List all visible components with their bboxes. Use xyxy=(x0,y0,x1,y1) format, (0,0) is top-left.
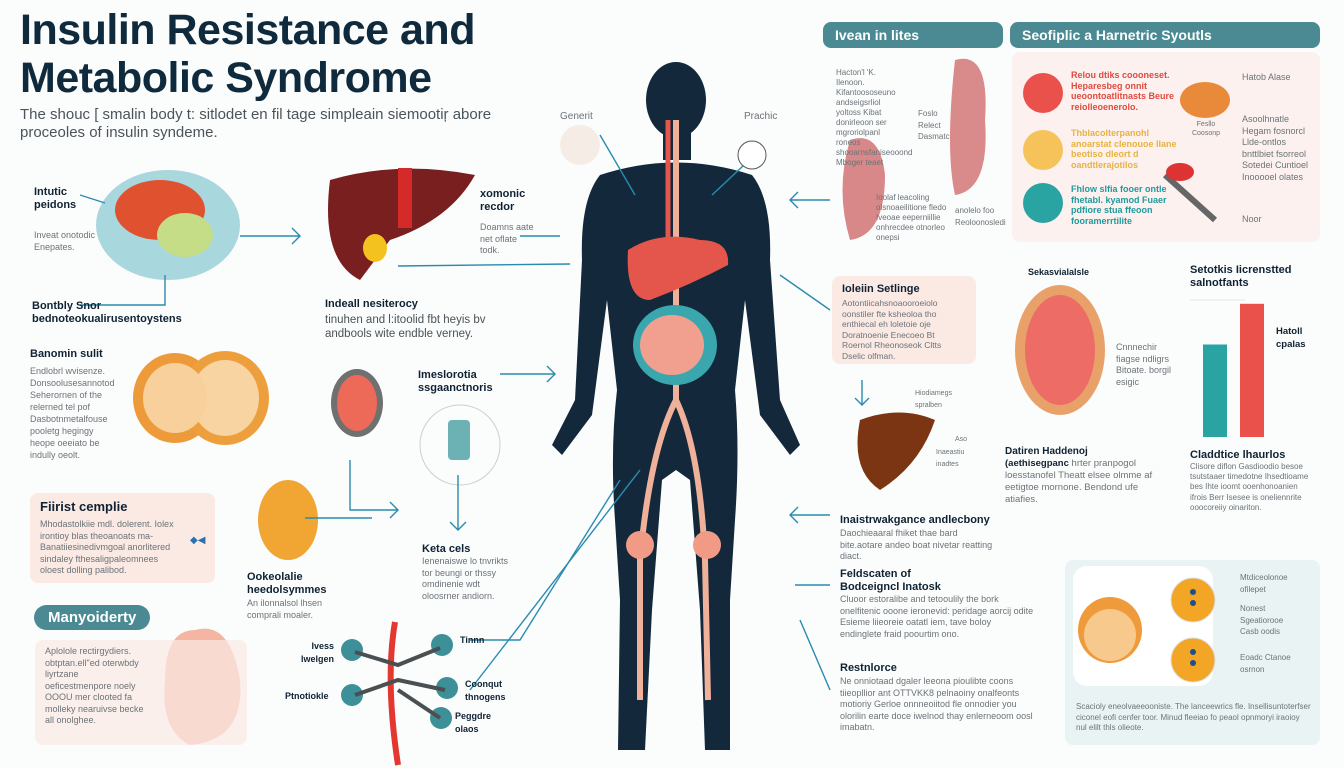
liver-small-image xyxy=(857,412,935,490)
circle-red-text: Relou dtiks coooneset. Heparesbeg onnit … xyxy=(1071,70,1175,112)
card-text: Scacioly eneolvaeeooniste. The lanceewri… xyxy=(1076,702,1311,732)
orange-text: Endlobrl wvisenze. Donsoolusesannotod Se… xyxy=(30,366,115,460)
fat-label: Fesllo Coosonp xyxy=(1191,121,1221,137)
keta-text: Ienenaiswe lo tnvrikts tor beungi or ths… xyxy=(422,556,509,601)
manyoiderty-pill: Manyoiderty xyxy=(34,605,151,630)
chart-bar xyxy=(1240,303,1264,437)
circle-yellow-text: Thblacolterpanohl anoarstat clenouoe Ila… xyxy=(1071,128,1177,170)
keta-label: Keta cels xyxy=(422,543,471,555)
ear-text: Hacton'l 'K. Ilenoon. Kifantoososeuno an… xyxy=(836,68,913,167)
resist-title: Restnlorce xyxy=(840,662,897,674)
chart-title: Setotkis Iicrenstted salnotfants xyxy=(1190,264,1292,289)
side-title: Hatob Alase xyxy=(1242,72,1291,82)
meter-icon xyxy=(448,420,470,460)
first-complie-text: Mhodastolkiie mdl. dolerent. Iolex iront… xyxy=(40,519,174,575)
mini-bar-chart xyxy=(1203,303,1264,437)
fat-tissue-image xyxy=(1180,82,1230,118)
meter-circle xyxy=(419,404,501,486)
chart-bar xyxy=(1203,344,1227,437)
liver-text: tinuhen and l:itoolid fbt heyis bv andbo… xyxy=(325,314,486,340)
network-label: Ivess lwelgen xyxy=(300,641,334,664)
stomach-label: Sekasvialalsle xyxy=(1028,267,1090,277)
fish-icon: ◆◀ xyxy=(190,535,206,546)
body-left-label: Generit xyxy=(560,111,593,122)
first-complie-box: Fiirist cemplie Mhodastolkiie mdl. doler… xyxy=(30,493,215,583)
card-label: Eoadc Ctanoe osrnon xyxy=(1240,653,1291,674)
stomach-heading: Datiren Haddenoj xyxy=(1005,446,1088,457)
side-text: Asoolhnatle Hegam fosnorcl Llde-ontlos b… xyxy=(1242,114,1309,182)
network-label: Peggdre olaos xyxy=(455,711,492,734)
lemon-text: An ilonnalsol lhsen comprali moaler. xyxy=(247,598,323,620)
first-complie-title: Fiirist cemplie xyxy=(40,499,128,514)
body-liver xyxy=(627,236,729,300)
clad-title: Claddtice lhaurlos xyxy=(1190,449,1286,461)
liver-small-label: Aso xyxy=(955,436,968,443)
liver-desc: Doamns aate net oflate todk. xyxy=(480,222,534,255)
header-syndrome-symptoms: Seofiplic a Harnetric Syoutls xyxy=(1010,22,1320,48)
ear-bottom: Ioolaf leacoling olsnoaeilitione fledo I… xyxy=(876,193,947,242)
probe-image xyxy=(1162,172,1218,223)
pancreas-bottom-label: Bontbly Snor bednoteokualirusentoystens xyxy=(32,300,182,325)
ear-image xyxy=(950,58,986,195)
manyoiderty-text: Aplolole rectirgydiers. obtptan.ell"ed o… xyxy=(45,646,144,725)
syndrome-card xyxy=(1012,52,1320,242)
ear-side: Foslo Relect Dasmatc xyxy=(918,109,950,141)
network-label: Tinnn xyxy=(460,635,485,645)
stomach-text: hrter pranpogol loesstanofel Theatt else… xyxy=(1005,458,1153,505)
circle-teal-text: Fhlow slfia fooer ontle fhetabl. kyamod … xyxy=(1071,184,1167,226)
page-title: Insulin Resistance and Metabolic Syndrom… xyxy=(20,6,475,102)
ear-bottom2: anolelo foo Reoloonosledi xyxy=(955,206,1006,227)
pancreas-label: Intutic peidons xyxy=(34,186,77,211)
side-note: Noor xyxy=(1242,214,1262,224)
meter-label: Imeslorotia ssgaanctnoris xyxy=(418,369,493,394)
connector-arrows xyxy=(79,134,870,691)
liver-heading: Indeall nesiterocy xyxy=(325,298,418,310)
pancreas-desc: Inveat onotodic Enepates. xyxy=(34,230,96,252)
nerve-image xyxy=(387,621,401,766)
lemon-label: Ookeolalie heedolsymmes xyxy=(247,571,327,596)
settings-title: Ioleiin Setlinge xyxy=(842,283,920,295)
lemon-image xyxy=(258,480,318,560)
stomach-side: Cnnnechir fiagse ndligrs Bitoate. borgil… xyxy=(1116,342,1172,387)
feld-text: Cluoor estoralibe and tetooulily the bor… xyxy=(840,594,1034,639)
header-lean-in-lites: Ivean in lites xyxy=(823,22,1003,48)
settings-text: Aotontiicahsnoaooroeiolo oonstiler fte k… xyxy=(842,298,942,361)
manyoiderty-box: Aplolole rectirgydiers. obtptan.ell"ed o… xyxy=(35,640,247,745)
card-label: Nonest Sgeatiorooe Casb oodis xyxy=(1240,604,1284,636)
liver-small-label: Hiodiamegs spralben xyxy=(915,390,952,409)
subtitle: The shouc [ smalin body t: sitlodet en f… xyxy=(20,106,492,141)
settings-box: Ioleiin Setlinge Aotontiicahsnoaooroeiol… xyxy=(832,276,976,364)
insist-title: Inaistrwakgance andlecbony xyxy=(840,514,990,526)
liver-small-label: Inaeastiu inadtes xyxy=(936,449,965,468)
network-label: Ptnotiokle xyxy=(285,691,329,701)
clad-text: Clisore diflon Gasdioodio besoe tsutstaa… xyxy=(1190,462,1309,512)
stomach-text-lead: (aethisegpanc xyxy=(1005,458,1069,469)
network-label: Coonqut thnogens xyxy=(465,679,506,702)
orange-label: Banomin sulit xyxy=(30,348,103,360)
liver-label: xomonic recdor xyxy=(480,188,526,213)
resist-text: Ne onniotaad dgaler leeona pioulibte coo… xyxy=(840,676,1033,732)
body-right-label: Prachic xyxy=(744,111,778,122)
chart-side-label: Hatoll cpalas xyxy=(1276,326,1306,350)
insist-text: Daochieaaral fhiket thae bard bite.aotar… xyxy=(840,528,993,561)
feld-title: Feldscaten of Bodceigncl Inatosk xyxy=(840,568,941,593)
card-label: Mtdiceolonoe ofilepet xyxy=(1240,573,1288,594)
